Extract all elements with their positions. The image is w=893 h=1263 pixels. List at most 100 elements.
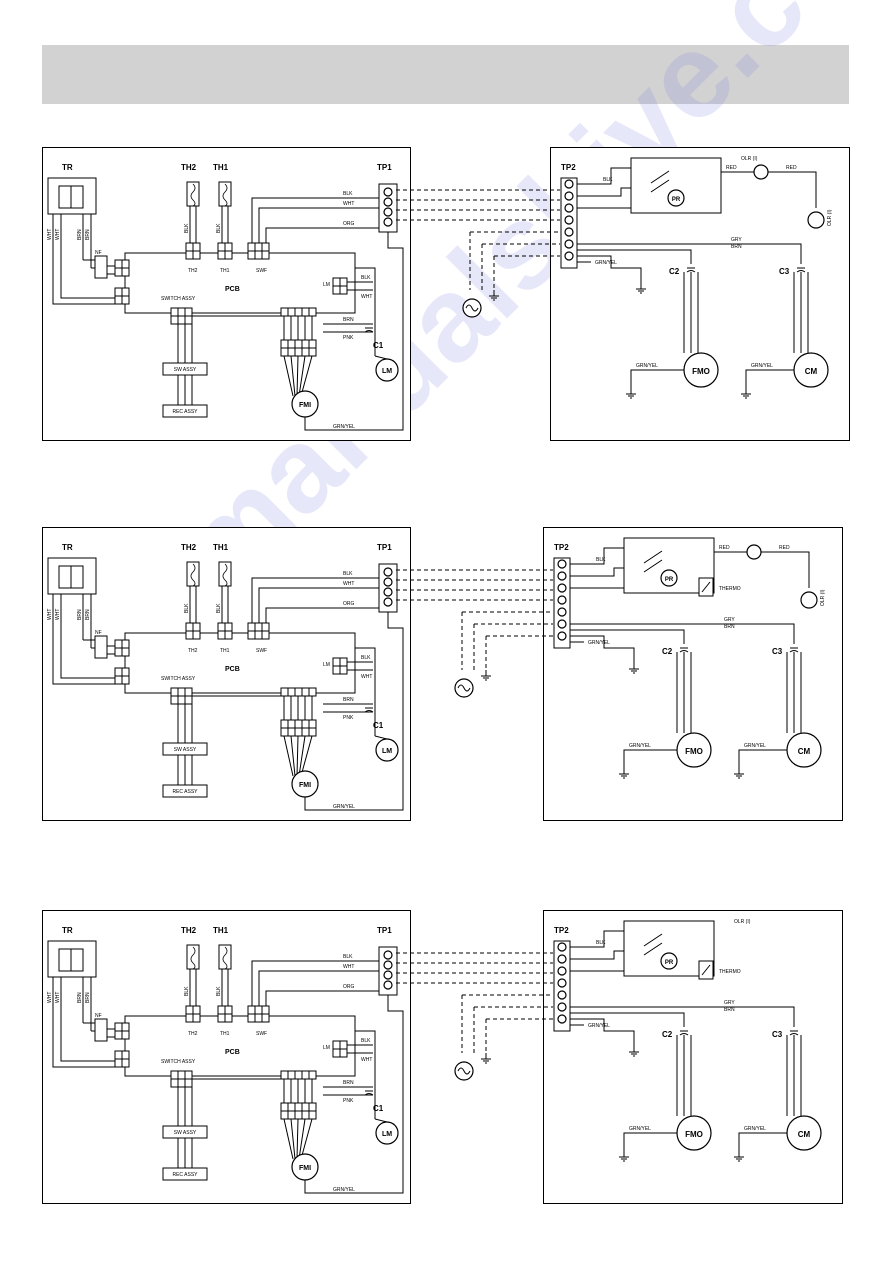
terminal-block-tp1-label: TP1 (377, 543, 392, 552)
ground-wire-label: GRN/YEL (629, 743, 651, 749)
connector-label-lm: LM (323, 1045, 330, 1051)
thermistor-coil (222, 563, 228, 587)
noise-filter (94, 1018, 108, 1042)
tp2-terminal-1 (557, 942, 567, 952)
capacitor-plate (789, 650, 799, 653)
wire (52, 298, 115, 305)
wire (290, 735, 296, 777)
ground-icon (626, 388, 636, 399)
wire-label: BLK (361, 655, 371, 661)
wire-label: BRN (343, 317, 354, 323)
overload-relay-side (800, 591, 818, 609)
pcb-board (124, 1015, 356, 1077)
ac-power-source-icon (454, 678, 474, 698)
connector-fan-top (280, 1070, 317, 1080)
wire-gry (577, 243, 802, 264)
tp2-terminal-6 (557, 1002, 567, 1012)
ground-icon (619, 768, 629, 779)
thermistor-th1 (218, 181, 232, 207)
wire (298, 735, 306, 777)
connector-lm (332, 277, 348, 295)
transformer-label: TR (62, 926, 73, 935)
connector-th2 (185, 242, 201, 260)
terminal-block-tp2-label: TP2 (561, 163, 576, 172)
wire-label: WHT (55, 609, 61, 620)
thermistor-th2 (186, 944, 200, 970)
wire-label: WHT (55, 229, 61, 240)
wire (374, 735, 388, 740)
ac-source-circle (462, 298, 482, 318)
tp2-terminal-7 (564, 251, 574, 261)
thermistor-label-th1: TH1 (213, 543, 229, 552)
tp2-terminal-6 (557, 619, 567, 629)
wire-label: BRN (343, 697, 354, 703)
wire (60, 668, 115, 679)
overload-relay-label: OLR (I) (741, 156, 758, 162)
wire-label: BLK (603, 177, 613, 183)
connector-lm (332, 657, 348, 675)
tp2-terminal-2 (557, 954, 567, 964)
wire-label: RED (786, 165, 797, 171)
connector-label-lm: LM (323, 662, 330, 668)
tp1-terminal-4 (383, 980, 393, 990)
connector-label-th1: TH1 (220, 268, 230, 274)
wire (374, 1118, 388, 1123)
capacitor-plate (364, 1093, 374, 1096)
wire-blk (570, 930, 624, 948)
connector-label-th2: TH2 (188, 268, 198, 274)
pcb-label: PCB (225, 1049, 240, 1056)
thermistor-label-th2: TH2 (181, 543, 197, 552)
wire-label: PNK (343, 335, 354, 341)
wire-label: BLK (596, 557, 606, 563)
wire-label: GRY (731, 237, 742, 243)
wire-label: WHT (361, 294, 372, 300)
wire (283, 355, 294, 397)
capacitor-c3 (789, 1030, 799, 1036)
wire-label: BRN (343, 1080, 354, 1086)
wire (298, 355, 306, 397)
wire-wht (258, 207, 383, 243)
wire-label: BLK (184, 223, 190, 233)
switch-assy-label: SWITCH ASSY (161, 296, 196, 302)
connector-th1 (217, 242, 233, 260)
connector-label-swf: SWF (256, 268, 267, 274)
relay-contact (643, 933, 663, 956)
wire (52, 678, 115, 685)
wire-org (265, 607, 383, 623)
connector-fan-bottom (280, 719, 317, 737)
connector-label-swf: SWF (256, 648, 267, 654)
connector-swf (247, 1005, 270, 1023)
protector-relay (660, 952, 678, 970)
tp2-terminal-3 (557, 583, 567, 593)
ground-icon (481, 670, 491, 681)
wire-label: BLK (361, 275, 371, 281)
wire-org (265, 990, 383, 1006)
wire (296, 355, 299, 397)
compressor-motor-label: CM (798, 1130, 811, 1139)
tp2-terminal-1 (557, 559, 567, 569)
capacitor-c1 (364, 1090, 374, 1096)
wire-label: BLK (596, 940, 606, 946)
ground-wire-label: GRN/YEL (636, 363, 658, 369)
capacitor-plate (796, 270, 806, 273)
pcb-label: PCB (225, 286, 240, 293)
wire-label: WHT (47, 609, 53, 620)
wire-wht (258, 970, 383, 1006)
wire-label: RED (726, 165, 737, 171)
tp2-terminal-5 (564, 227, 574, 237)
capacitor-c1-label: C1 (373, 1104, 384, 1113)
wire-label: ORG (343, 601, 355, 607)
thermistor-th2 (186, 561, 200, 587)
capacitor-c2 (679, 647, 689, 653)
pcb-connector-pwr (114, 1050, 130, 1068)
section-header-bar (42, 45, 849, 104)
wire-label: PNK (343, 715, 354, 721)
wire-label: WHT (361, 1057, 372, 1063)
wire-label: RED (779, 545, 790, 551)
ground-wire-label: GRN/YEL (595, 260, 617, 266)
wire (290, 1118, 296, 1160)
wire-gry (570, 1006, 795, 1027)
